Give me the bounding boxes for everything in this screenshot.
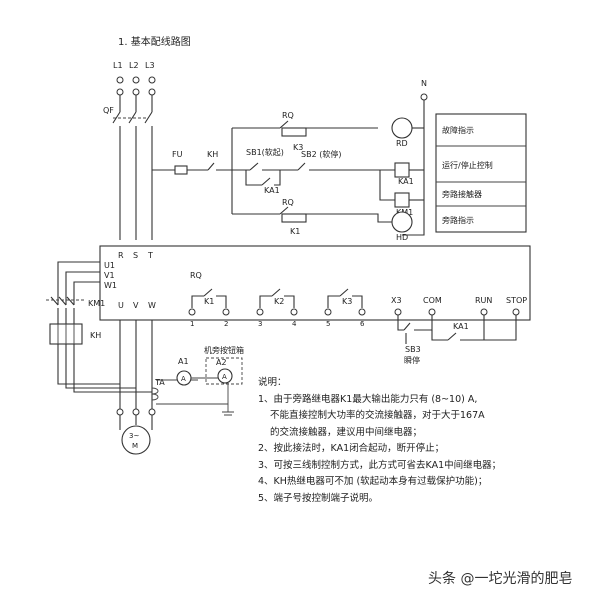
label-kh-lower: KH bbox=[90, 331, 101, 340]
label-box-title: 机旁按钮箱 bbox=[204, 345, 244, 355]
lamp-rd bbox=[391, 117, 413, 139]
legend-run-stop: 运行/停止控制 bbox=[442, 160, 493, 170]
note-line-7: 5、端子号按控制端子说明。 bbox=[258, 492, 379, 504]
label-rq-mid: RQ bbox=[282, 198, 294, 207]
label-a2: A2 bbox=[216, 358, 227, 367]
note-line-5: 3、可按三线制控制方式，此方式可省去KA1中间继电器； bbox=[258, 459, 502, 471]
label-k1: K1 bbox=[290, 227, 300, 236]
label-k3: K3 bbox=[293, 143, 303, 152]
label-run: RUN bbox=[475, 296, 492, 305]
label-l2: L2 bbox=[129, 61, 139, 70]
diagram-title: 1. 基本配线路图 bbox=[118, 35, 191, 48]
lamp-hd bbox=[391, 211, 413, 233]
terminal-1: 1 bbox=[190, 320, 194, 328]
coil-km1 bbox=[394, 192, 410, 208]
notes-block: 说明： 1、由于旁路继电器K1最大输出能力只有 (8~10) A, 不能直接控制… bbox=[258, 375, 578, 507]
label-starter-k1: K1 bbox=[204, 297, 214, 306]
label-r: R bbox=[118, 251, 124, 260]
watermark: 头条 @一坨光滑的肥皂 bbox=[428, 571, 573, 587]
label-starter-k2: K2 bbox=[274, 297, 284, 306]
note-line-4: 2、按此接法时，KA1闭合起动，断开停止； bbox=[258, 443, 445, 454]
label-ta: TA bbox=[154, 378, 165, 387]
label-x3: X3 bbox=[391, 296, 402, 305]
label-km1: KM1 bbox=[88, 299, 105, 308]
terminal-6: 6 bbox=[360, 320, 365, 328]
label-hd: HD bbox=[396, 233, 408, 242]
label-rq-starter: RQ bbox=[190, 271, 202, 280]
label-fu: FU bbox=[172, 150, 183, 159]
terminal-l2 bbox=[132, 76, 140, 84]
legend-fault: 故障指示 bbox=[442, 125, 474, 135]
relay-k1 bbox=[281, 213, 307, 223]
label-rq-top: RQ bbox=[282, 111, 294, 120]
local-button-box bbox=[205, 357, 243, 385]
motor-symbol bbox=[121, 425, 151, 455]
label-stop: STOP bbox=[506, 296, 527, 305]
meter-a1-symbol: A bbox=[181, 375, 186, 383]
label-w: W bbox=[148, 301, 156, 310]
label-motor-m: M bbox=[132, 442, 138, 450]
note-line-2: 不能直接控制大功率的交流接触器，对于大于167A bbox=[270, 410, 485, 421]
supply-terminals: L1 L2 L3 QF bbox=[103, 61, 156, 115]
label-sb2: SB2 (软停) bbox=[301, 149, 341, 159]
legend-bypass-contactor: 旁路接触器 bbox=[442, 189, 482, 199]
note-line-1: 1、由于旁路继电器K1最大输出能力只有 (8~10) A, bbox=[258, 393, 478, 405]
label-com: COM bbox=[423, 296, 442, 305]
three-phase-lines bbox=[112, 95, 153, 240]
motor-circuit: 3~ M TA A1 A 机旁按钮箱 A2 A bbox=[116, 320, 244, 455]
fuse-fu bbox=[174, 165, 188, 175]
legend-table: 故障指示 运行/停止控制 旁路接触器 旁路指示 bbox=[435, 113, 527, 233]
external-controls: SB3 瞬停 KA1 bbox=[397, 315, 517, 365]
neutral-line: N bbox=[402, 79, 428, 236]
label-rd: RD bbox=[396, 139, 408, 148]
label-v1: V1 bbox=[104, 271, 115, 280]
note-line-3: 的交流接触器，建议用中间继电器； bbox=[270, 426, 423, 438]
label-sb3-note: 瞬停 bbox=[404, 355, 420, 365]
legend-bypass-indicator: 旁路指示 bbox=[442, 215, 474, 225]
label-w1: W1 bbox=[104, 281, 117, 290]
label-sb1: SB1(软起) bbox=[246, 147, 284, 157]
terminal-4: 4 bbox=[292, 320, 297, 328]
ammeter-a2 bbox=[217, 368, 233, 384]
bypass-circuit: KM1 KH bbox=[46, 261, 152, 393]
label-s: S bbox=[133, 251, 138, 260]
relay-k3 bbox=[281, 127, 307, 137]
label-starter-k3: K3 bbox=[342, 297, 352, 306]
label-l3: L3 bbox=[145, 61, 155, 70]
label-l1: L1 bbox=[113, 61, 123, 70]
label-ka1-contact: KA1 bbox=[264, 186, 280, 195]
label-ka1-ext: KA1 bbox=[453, 322, 469, 331]
control-circuit: FU KH RQ K3 RD SB1(软起) SB2 (软停) KA1 KA1 … bbox=[152, 111, 424, 242]
terminal-l3 bbox=[148, 76, 156, 84]
notes-heading: 说明： bbox=[258, 377, 287, 388]
label-n: N bbox=[421, 79, 427, 88]
label-u1: U1 bbox=[104, 261, 115, 270]
label-motor-phase: 3~ bbox=[129, 432, 139, 440]
label-ka-coil: KA1 bbox=[398, 177, 414, 186]
terminal-5: 5 bbox=[326, 320, 330, 328]
note-line-6: 4、KH热继电器可不加 (软起动本身有过载保护功能)； bbox=[258, 476, 488, 487]
terminal-3: 3 bbox=[258, 320, 262, 328]
label-u: U bbox=[118, 301, 124, 310]
label-v: V bbox=[133, 301, 139, 310]
label-sb3: SB3 bbox=[405, 345, 421, 354]
label-qf: QF bbox=[103, 106, 114, 115]
label-t: T bbox=[147, 251, 153, 260]
label-kh-contact: KH bbox=[207, 150, 218, 159]
coil-ka1 bbox=[394, 162, 410, 178]
soft-starter: R S T U1 V1 W1 U V W RQ K1 K2 K3 1 2 3 4… bbox=[99, 245, 531, 328]
terminal-l1 bbox=[116, 76, 124, 84]
label-a1: A1 bbox=[178, 357, 189, 366]
meter-a2-symbol: A bbox=[222, 373, 227, 381]
terminal-2: 2 bbox=[224, 320, 228, 328]
